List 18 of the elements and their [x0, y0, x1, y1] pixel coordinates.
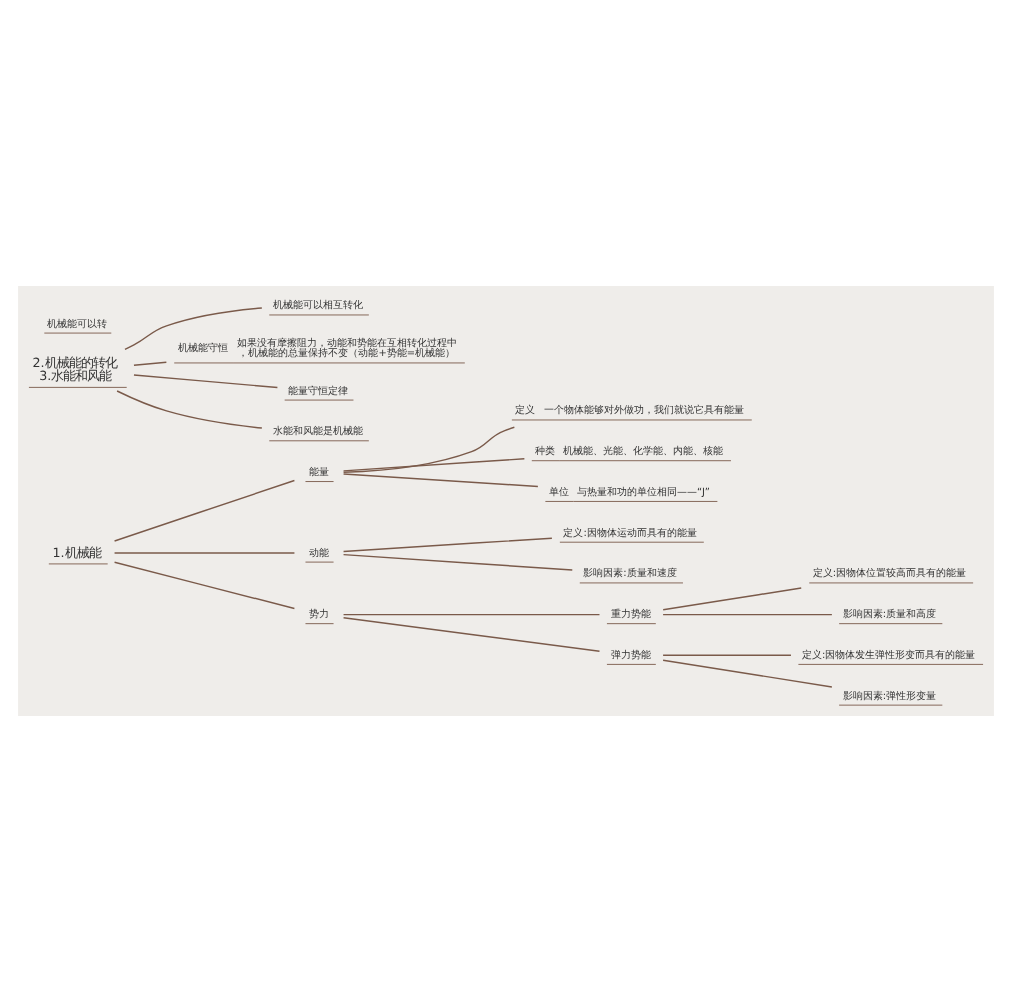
connector	[133, 360, 168, 365]
connector	[113, 551, 296, 553]
connector	[342, 425, 516, 473]
connector	[342, 616, 601, 651]
connector	[113, 478, 296, 541]
connector	[662, 653, 792, 656]
connector	[342, 612, 601, 615]
connector	[662, 612, 833, 615]
connector	[342, 472, 539, 487]
connector	[662, 658, 833, 687]
connector	[342, 536, 553, 552]
connector	[342, 552, 573, 570]
connector	[124, 306, 263, 350]
connector	[342, 457, 526, 471]
connector	[116, 389, 263, 428]
connector	[133, 373, 279, 388]
connector	[113, 560, 296, 609]
connector	[662, 586, 802, 610]
